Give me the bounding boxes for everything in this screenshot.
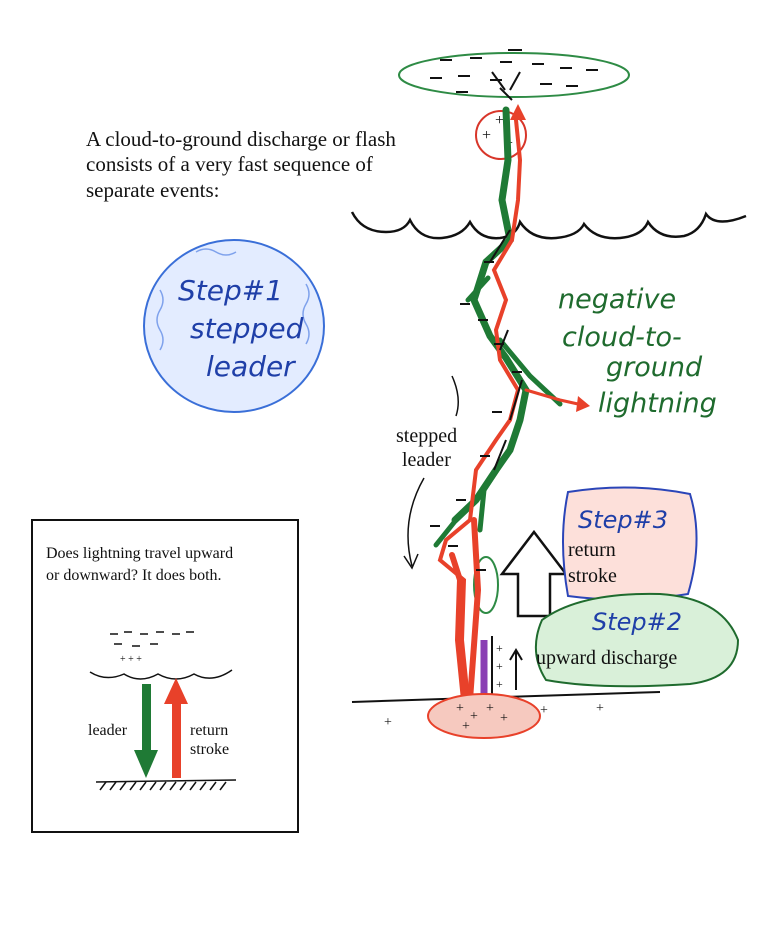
- svg-text:+ + +: + + +: [120, 654, 142, 665]
- inset-leader-arrow: [134, 684, 158, 778]
- svg-text:+: +: [496, 641, 503, 655]
- inset-box: Does lightning travel upward or downward…: [31, 519, 299, 833]
- title-line-2: cloud-to-: [562, 322, 682, 353]
- svg-text:+: +: [596, 701, 604, 716]
- title-line-1: negative: [558, 284, 676, 315]
- step2-label: upward discharge: [536, 647, 677, 669]
- stepped-leader-channel: [433, 106, 563, 614]
- intro-line-2: consists of a very fast sequence of: [86, 152, 373, 176]
- cloud-top: [398, 49, 630, 101]
- stepped-leader-label: stepped leader: [396, 375, 459, 570]
- svg-text:+: +: [456, 701, 464, 716]
- step1-line-3: leader: [206, 350, 296, 383]
- step2-handwritten: Step#2: [592, 608, 682, 636]
- inset-ground: [95, 779, 237, 791]
- step1-bubble: Step#1 stepped leader: [143, 239, 325, 413]
- svg-text:+: +: [540, 703, 548, 718]
- inset-leader-label: leader: [88, 722, 128, 739]
- step3-line-2: stroke: [568, 565, 617, 587]
- svg-text:+: +: [500, 711, 508, 726]
- inset-cloud: [89, 631, 233, 680]
- small-up-arrow: [509, 648, 523, 690]
- title-line-4: lightning: [598, 388, 717, 419]
- inset-return-line-2: stroke: [190, 741, 229, 758]
- svg-text:+: +: [384, 715, 392, 730]
- stepped-leader-line-1: stepped: [396, 425, 457, 447]
- svg-text:+: +: [496, 659, 503, 673]
- svg-text:+: +: [470, 709, 478, 724]
- intro-line-1: A cloud-to-ground discharge or flash: [86, 127, 396, 151]
- step1-line-2: stepped: [190, 312, 304, 345]
- step3-handwritten: Step#3: [578, 506, 668, 534]
- inset-return-line-1: return: [190, 722, 228, 739]
- stepped-leader-line-2: leader: [402, 449, 451, 471]
- svg-text:+: +: [462, 719, 470, 734]
- svg-text:+: +: [496, 677, 503, 691]
- title-line-3: ground: [606, 352, 703, 383]
- ground: +++ +++ ++: [351, 691, 661, 739]
- inset-return-arrow: [164, 678, 188, 778]
- inset-question-line-2: or downward? It does both.: [46, 567, 222, 584]
- svg-text:+: +: [482, 127, 491, 144]
- step3-bubble: Step#3 return stroke: [562, 486, 698, 601]
- step3-line-1: return: [568, 539, 616, 561]
- intro-line-3: separate events:: [86, 178, 220, 202]
- step2-bubble: Step#2 upward discharge: [534, 592, 740, 688]
- return-stroke-arrow: [499, 529, 569, 618]
- inset-question-line-1: Does lightning travel upward: [46, 545, 233, 562]
- svg-text:+: +: [486, 701, 494, 716]
- leader-charge-marks: [430, 229, 523, 571]
- svg-text:+: +: [495, 112, 504, 129]
- cloud-base-line: [350, 211, 747, 240]
- step1-line-1: Step#1: [178, 274, 283, 307]
- intro-text: A cloud-to-ground discharge or flash con…: [86, 127, 396, 202]
- handwritten-title: negative cloud-to- ground lightning: [558, 284, 717, 419]
